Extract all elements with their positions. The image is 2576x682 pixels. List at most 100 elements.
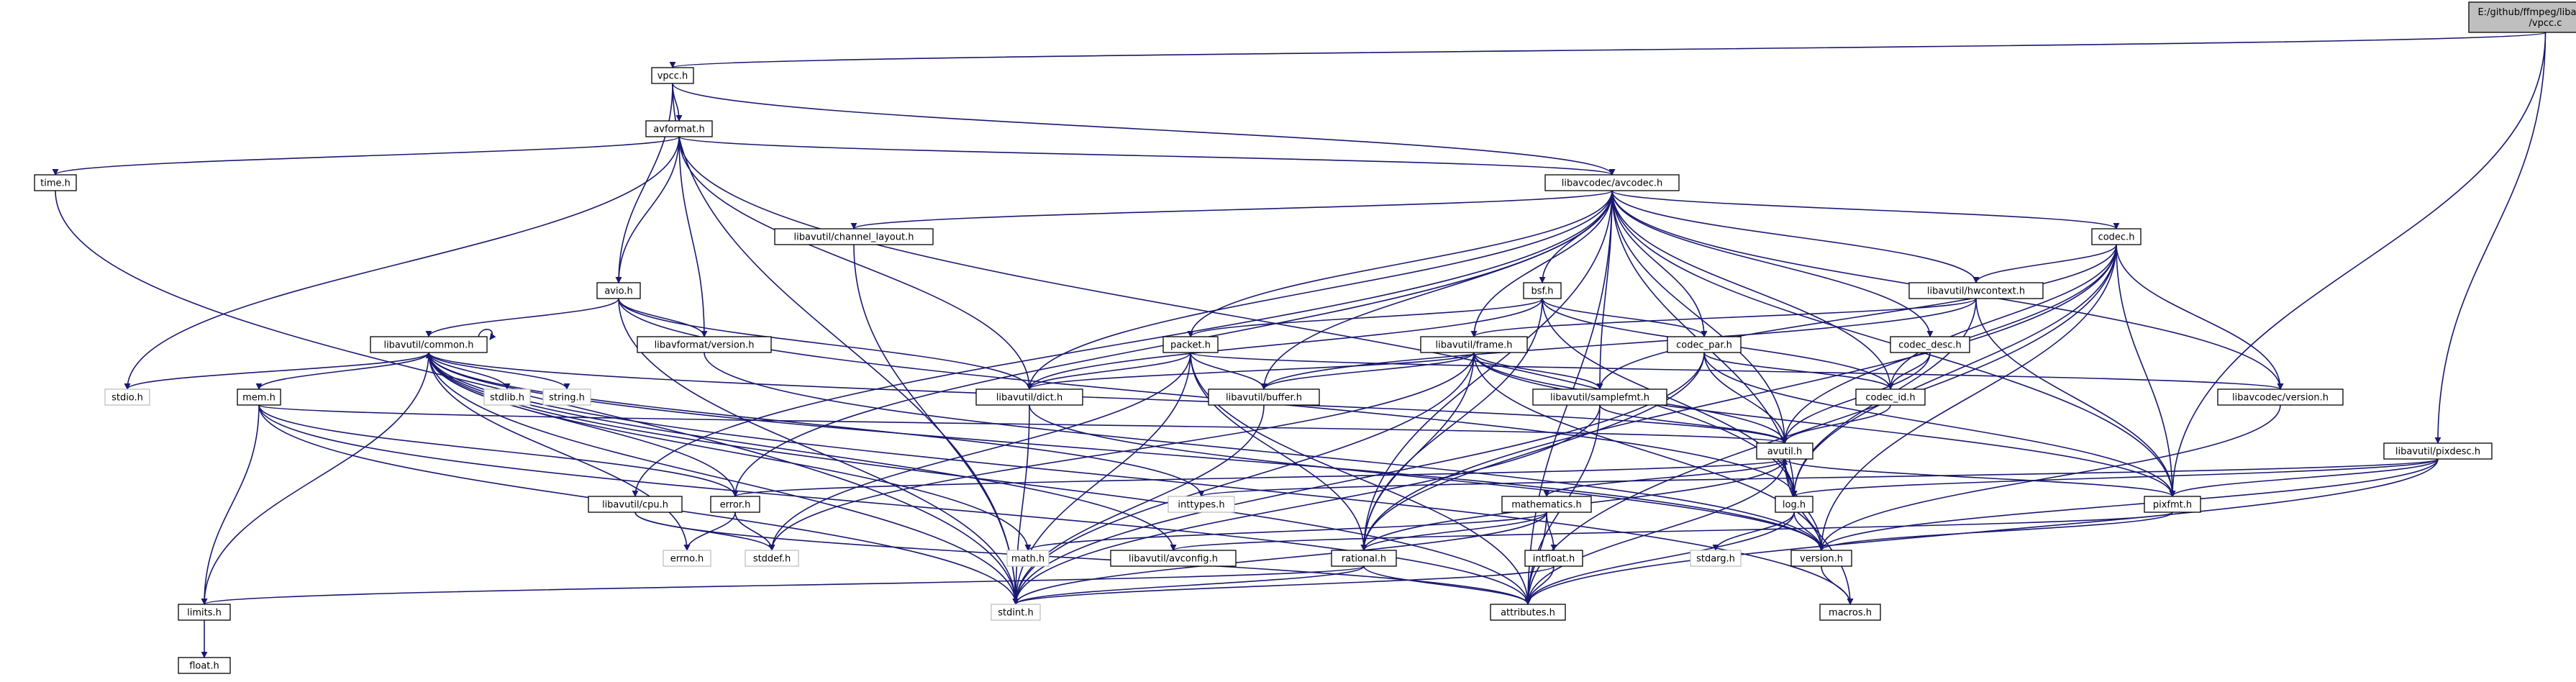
node-log-h[interactable]: log.h — [1775, 496, 1813, 513]
node-math-h: math.h — [1006, 550, 1050, 567]
node-dict-h[interactable]: libavutil/dict.h — [975, 388, 1083, 406]
node-box — [637, 336, 772, 353]
edge-codec-h-to-version-h — [1818, 244, 2117, 551]
edge-avcodec-h-to-rational-h — [1360, 190, 1613, 551]
node-avformat-h[interactable]: avformat.h — [645, 120, 713, 137]
node-label: avutil.h — [1767, 447, 1803, 458]
node-intfloat-h[interactable]: intfloat.h — [1524, 550, 1583, 567]
node-label: macros.h — [1829, 608, 1872, 619]
node-codec-par-h[interactable]: codec_par.h — [1667, 336, 1742, 353]
edge-common-h-to-stdio-h — [124, 352, 429, 390]
node-root[interactable]: E:/github/ffmpeg/libavformat/vpcc.c — [2468, 1, 2576, 33]
edge-avutil-h-to-error-h — [732, 458, 1785, 497]
node-cpu-h[interactable]: libavutil/cpu.h — [588, 496, 683, 513]
node-avcodec-h[interactable]: libavcodec/avcodec.h — [1544, 174, 1680, 191]
edge-avformat-h-to-stdio-h — [124, 136, 680, 390]
node-buffer-h[interactable]: libavutil/buffer.h — [1208, 388, 1320, 406]
edge-hwcontext-h-to-frame-h — [1470, 298, 1977, 337]
edge-codec-par-h-to-rational-h — [1360, 352, 1705, 551]
node-box — [1819, 604, 1881, 621]
node-box — [1162, 336, 1219, 353]
edge-avcodec-h-to-cpu-h — [632, 190, 1613, 497]
node-stdarg-h: stdarg.h — [1690, 550, 1742, 567]
node-lavc-version-h[interactable]: libavcodec/version.h — [2217, 388, 2344, 406]
node-avio-h[interactable]: avio.h — [596, 282, 641, 299]
node-label: avformat.h — [653, 124, 704, 135]
node-box — [1501, 496, 1592, 513]
node-avconfig-h[interactable]: libavutil/avconfig.h — [1110, 550, 1237, 567]
edge-intfloat-h-to-stdint-h — [1012, 565, 1555, 605]
node-limits-h[interactable]: limits.h — [178, 604, 231, 621]
node-label: bsf.h — [1531, 286, 1553, 297]
edge-vpcc-h-to-avcodec-h — [672, 83, 1616, 176]
node-label: intfloat.h — [1533, 554, 1575, 565]
edge-hwcontext-h-to-buffer-h — [1260, 298, 1977, 390]
edge-mathematics-h-to-math-h — [1024, 512, 1547, 551]
node-samplefmt-h[interactable]: libavutil/samplefmt.h — [1532, 388, 1667, 406]
edge-log-h-to-version-h — [1793, 512, 1825, 551]
node-attributes-h[interactable]: attributes.h — [1490, 604, 1566, 621]
node-label: errno.h — [670, 554, 704, 565]
edge-codec-par-h-to-avutil-h — [1703, 352, 1788, 444]
node-box — [991, 604, 1041, 621]
node-version-h[interactable]: version.h — [1790, 550, 1852, 567]
node-codec-id-h[interactable]: codec_id.h — [1855, 388, 1926, 406]
node-channel-layout-h[interactable]: libavutil/channel_layout.h — [774, 228, 934, 245]
node-label: packet.h — [1170, 340, 1211, 351]
node-label: libavutil/samplefmt.h — [1550, 393, 1649, 404]
node-float-h[interactable]: float.h — [178, 657, 231, 674]
node-frame-h[interactable]: libavutil/frame.h — [1420, 336, 1528, 353]
edge-packet-h-to-rational-h — [1190, 352, 1367, 551]
node-label: libavutil/frame.h — [1436, 340, 1513, 351]
node-codec-h[interactable]: codec.h — [2091, 228, 2142, 245]
node-box — [178, 657, 231, 674]
edge-packet-h-to-stddef-h — [768, 352, 1191, 551]
node-macros-h[interactable]: macros.h — [1819, 604, 1881, 621]
node-box — [1532, 388, 1667, 406]
edge-lavf-version-h-to-version-h — [704, 352, 1825, 551]
edge-common-h-to-common-h — [478, 329, 496, 340]
node-vpcc-h[interactable]: vpcc.h — [651, 67, 694, 84]
node-box — [1331, 550, 1397, 567]
edge-frame-h-to-stddef-h — [768, 352, 1475, 551]
node-codec-desc-h[interactable]: codec_desc.h — [1890, 336, 1970, 353]
node-box — [975, 388, 1083, 406]
node-mathematics-h[interactable]: mathematics.h — [1501, 496, 1592, 513]
node-pixdesc-h[interactable]: libavutil/pixdesc.h — [2383, 442, 2493, 460]
node-hwcontext-h[interactable]: libavutil/hwcontext.h — [1908, 282, 2044, 299]
node-inttypes-h: inttypes.h — [1168, 496, 1235, 513]
node-label: version.h — [1800, 554, 1843, 565]
node-mem-h[interactable]: mem.h — [237, 388, 281, 406]
edge-pixfmt-h-to-version-h — [1818, 512, 2173, 551]
node-box — [2091, 228, 2142, 245]
edge-mem-h-to-limits-h — [201, 404, 260, 605]
node-box — [745, 550, 799, 567]
edge-dict-h-to-stdint-h — [1012, 404, 1030, 605]
edge-mem-h-to-attributes-h — [258, 404, 1532, 605]
node-box — [1420, 336, 1528, 353]
edge-avformat-h-to-lavf-version-h — [678, 136, 708, 337]
node-label: codec.h — [2098, 232, 2135, 243]
node-label: math.h — [1011, 554, 1044, 565]
node-rational-h[interactable]: rational.h — [1331, 550, 1397, 567]
node-lavf-version-h[interactable]: libavformat/version.h — [637, 336, 772, 353]
edge-common-h-to-string-h — [428, 352, 570, 390]
node-box — [2383, 442, 2493, 460]
edge-bsf-h-to-codec-par-h — [1542, 298, 1708, 337]
edge-dict-h-to-version-h — [1029, 404, 1825, 551]
edge-avutil-h-to-common-h — [425, 352, 1785, 444]
node-common-h[interactable]: libavutil/common.h — [370, 336, 488, 353]
edge-common-h-to-avconfig-h — [428, 352, 1177, 551]
node-stdlib-h: stdlib.h — [483, 388, 531, 406]
node-error-h[interactable]: error.h — [710, 496, 760, 513]
node-label: stdarg.h — [1696, 554, 1735, 565]
node-label: time.h — [40, 178, 70, 189]
node-packet-h[interactable]: packet.h — [1162, 336, 1219, 353]
node-time-h[interactable]: time.h — [34, 174, 77, 191]
node-bsf-h[interactable]: bsf.h — [1523, 282, 1562, 299]
node-box — [774, 228, 934, 245]
node-box — [1667, 336, 1742, 353]
node-avutil-h[interactable]: avutil.h — [1756, 442, 1813, 460]
node-pixfmt-h[interactable]: pixfmt.h — [2144, 496, 2201, 513]
